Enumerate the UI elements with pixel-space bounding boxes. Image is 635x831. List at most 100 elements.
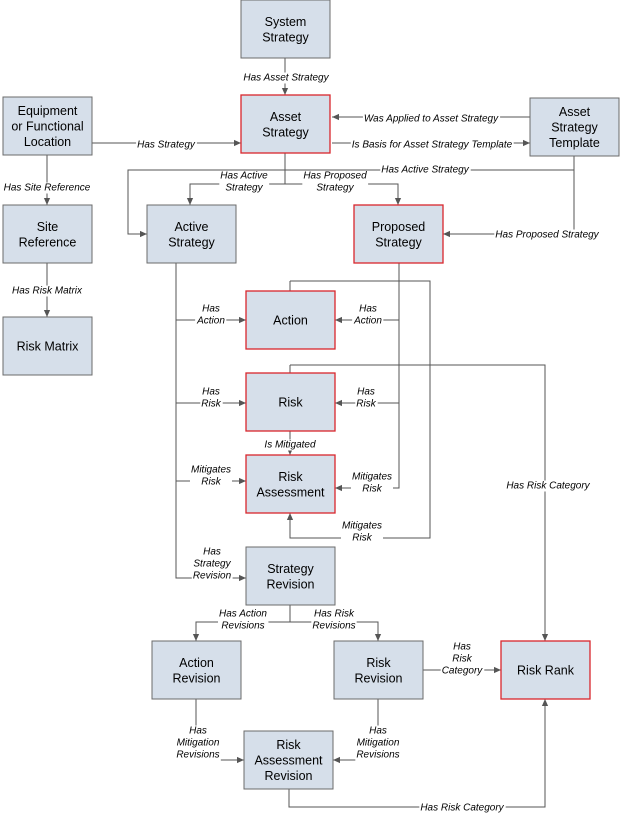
connector-20 xyxy=(290,364,549,641)
edge-label-text: Was Applied to Asset Strategy xyxy=(364,114,499,125)
edge-label-line: Action xyxy=(196,316,225,327)
node-label-line: Revision xyxy=(173,671,221,685)
edge-label-line: Has xyxy=(203,547,221,558)
edge-label-text: Has Risk Matrix xyxy=(12,286,83,297)
node-label-line: Risk xyxy=(278,396,303,410)
edge-label-line: Risk xyxy=(356,399,376,410)
edge-label-line: Revisions xyxy=(356,750,399,761)
node-label-line: Assessment xyxy=(256,485,325,499)
node-label: Action xyxy=(273,314,308,328)
node-action: Action xyxy=(245,290,336,350)
edge-label-line: Is Basis for Asset Strategy Template xyxy=(352,140,513,151)
node-label-line: Proposed xyxy=(372,220,426,234)
edge-label-text: Has Site Reference xyxy=(4,183,91,194)
node-box xyxy=(151,640,242,700)
edge-label-line: Risk xyxy=(201,477,221,488)
node-label-line: Site xyxy=(37,220,59,234)
edge-label-line: Risk xyxy=(352,533,372,544)
edge-label-line: Mitigation xyxy=(357,738,400,749)
node-label-line: Action xyxy=(273,314,308,328)
node-box xyxy=(245,372,336,432)
node-box xyxy=(2,204,93,264)
node-label-line: Active xyxy=(174,220,208,234)
node-label-line: Strategy xyxy=(267,562,314,576)
edge-label-line: Revisions xyxy=(312,621,355,632)
edge-label-background xyxy=(10,285,84,297)
edge-label-is-basis: Is Basis for Asset Strategy Template xyxy=(350,139,514,151)
edge-label-line: Has Active xyxy=(220,171,268,182)
edge-label-has-active-strategy-top: Has Active Strategy xyxy=(380,164,471,176)
node-label-line: Equipment xyxy=(18,104,78,118)
edge-label-was-applied: Was Applied to Asset Strategy xyxy=(362,113,501,125)
edge-label-line: Has Asset Strategy xyxy=(243,73,329,84)
edge-label-line: Revisions xyxy=(176,750,219,761)
edge-label-background xyxy=(302,170,369,194)
edge-label-line: Mitigates xyxy=(191,465,231,476)
edge-label-background xyxy=(136,139,197,151)
edge-label-line: Has xyxy=(453,642,471,653)
edge-label-text: Has Active Strategy xyxy=(381,165,469,176)
edge-label-background xyxy=(191,546,233,582)
edge-label-text: Has Risk Category xyxy=(506,481,590,492)
node-label-line: Strategy xyxy=(375,235,422,249)
edge-label-text: Is Mitigated xyxy=(264,440,316,451)
connector-16 xyxy=(335,263,400,492)
edge-label-background xyxy=(355,725,401,761)
node-label-line: System xyxy=(265,15,307,29)
edge-label-text: Is Basis for Asset Strategy Template xyxy=(352,140,513,151)
edge-label-line: Risk xyxy=(452,654,472,665)
edge-label-line: Has xyxy=(202,304,220,315)
node-label-line: Action xyxy=(179,656,214,670)
node-label-line: Reference xyxy=(19,235,77,249)
edge-label-background xyxy=(175,725,221,761)
edge-label-line: Mitigation xyxy=(177,738,220,749)
edge-label-background xyxy=(2,182,92,194)
node-label-line: Revision xyxy=(267,577,315,591)
edge-label-has-risk-matrix: Has Risk Matrix xyxy=(10,285,84,297)
connector-26 xyxy=(288,699,549,808)
edge-label-line: Has Site Reference xyxy=(4,183,91,194)
edge-label-background xyxy=(505,480,592,492)
node-box xyxy=(243,730,334,790)
edge-label-line: Has Risk Matrix xyxy=(12,286,83,297)
edge-label-line: Revisions xyxy=(221,621,264,632)
edge-label-line: Has Proposed Strategy xyxy=(495,230,599,241)
node-box xyxy=(240,0,331,59)
node-label-line: Risk Matrix xyxy=(17,340,80,354)
edge-label-text: Has Proposed Strategy xyxy=(495,230,599,241)
node-label-line: Revision xyxy=(265,769,313,783)
node-label-line: Strategy xyxy=(262,125,309,139)
edge-label-text: Has Risk Category xyxy=(420,803,504,814)
edge-label-line: Category xyxy=(442,666,484,677)
